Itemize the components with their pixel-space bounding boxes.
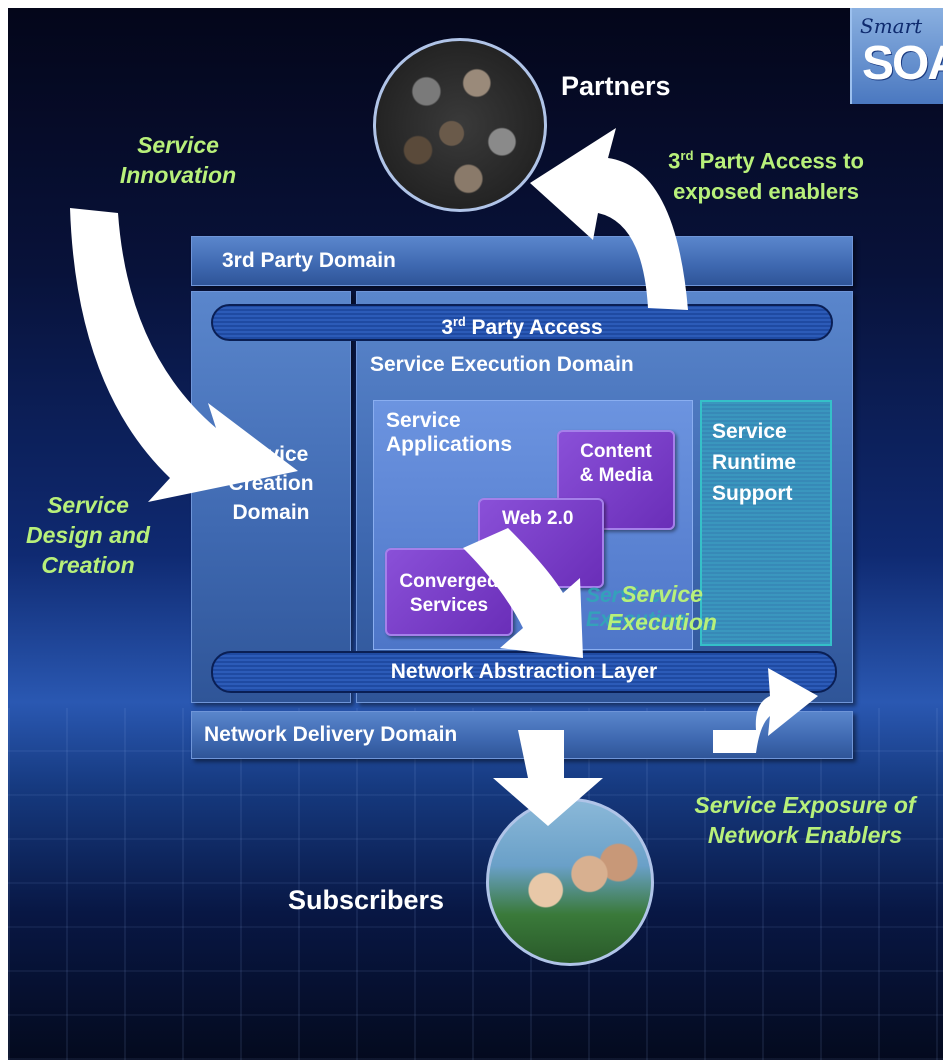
network-delivery-domain-label: Network Delivery Domain [204, 723, 458, 746]
service-exposure-label: Service Exposure of Network Enablers [694, 792, 916, 848]
service-execution-ghost-text: Service Execution [586, 584, 687, 631]
flow-arrows [70, 128, 818, 826]
third-party-domain-bar: 3rd Party Domain [191, 236, 853, 286]
service-execution-arrow [463, 528, 583, 658]
subscribers-label: Subscribers [288, 885, 445, 915]
service-execution-label: Service Execution [607, 581, 717, 635]
service-design-label: Service Design and Creation [26, 492, 150, 578]
network-abstraction-layer-pill: Network Abstraction Layer [211, 651, 837, 693]
converged-services-label: Converged Services [399, 571, 499, 616]
grid-floor [8, 708, 943, 1060]
diagram-canvas: Smart SOA Partners Subscribers Service I… [8, 8, 943, 1060]
partners-label: Partners [561, 71, 671, 101]
service-runtime-support-box: Service Runtime Support [700, 400, 832, 646]
service-applications-label: Service Applications [386, 409, 513, 456]
logo-script-text: Smart [860, 14, 923, 38]
smart-soa-logo: Smart SOA [850, 8, 943, 104]
service-execution-domain-label: Service Execution Domain [370, 353, 634, 376]
service-creation-domain-panel: Service Creation Domain [191, 291, 351, 703]
third-party-access-enablers-label: 3rd Party Access to exposed enablers [668, 148, 864, 205]
subscriber-delivery-arrow [493, 730, 603, 826]
service-design-arrow [70, 208, 298, 502]
service-innovation-label: Service Innovation [119, 132, 237, 188]
third-party-access-arrow [530, 128, 688, 310]
network-exposure-arrow [713, 668, 818, 753]
web20-label: Web 2.0 [502, 508, 574, 529]
service-runtime-support-label: Service Runtime Support [712, 420, 796, 505]
logo-main-text: SOA [862, 37, 943, 90]
partners-image [373, 38, 547, 212]
third-party-domain-label: 3rd Party Domain [222, 249, 396, 272]
content-media-label: Content & Media [579, 441, 653, 486]
third-party-access-pill: 3rd Party Access [211, 304, 833, 341]
